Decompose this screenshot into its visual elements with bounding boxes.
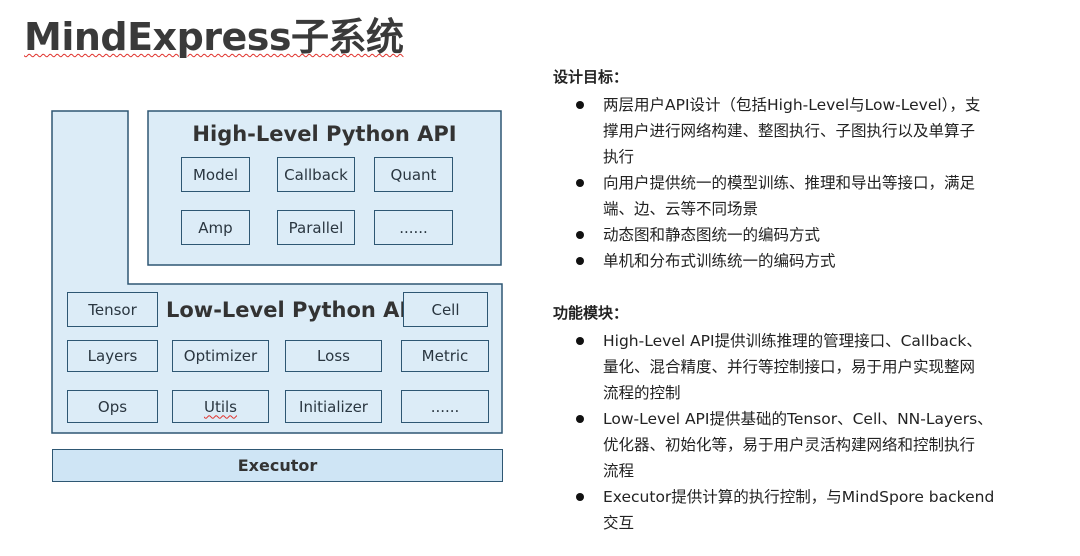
module-more-low: ......	[401, 390, 489, 423]
slide-title-text: MindExpress子系统	[24, 15, 404, 59]
module-amp: Amp	[181, 210, 250, 245]
text-panel: 设计目标： 两层用户API设计（包括High-Level与Low-Level），…	[553, 62, 1023, 536]
list-item: 两层用户API设计（包括High-Level与Low-Level），支撑用户进行…	[553, 92, 1023, 170]
slide-title: MindExpress子系统	[24, 6, 404, 61]
module-utils-label: Utils	[203, 397, 237, 416]
list-item: 动态图和静态图统一的编码方式	[553, 222, 1023, 248]
function-modules-list: High-Level API提供训练推理的管理接口、Callback、量化、混合…	[553, 328, 1023, 536]
module-more-high: ......	[374, 210, 453, 245]
list-item: 向用户提供统一的模型训练、推理和导出等接口，满足端、边、云等不同场景	[553, 170, 1023, 222]
module-utils: Utils	[172, 390, 269, 423]
module-parallel: Parallel	[277, 210, 355, 245]
module-ops: Ops	[67, 390, 158, 423]
module-tensor: Tensor	[67, 292, 158, 327]
low-level-title: Low-Level Python API	[166, 298, 423, 322]
bullet-icon	[576, 231, 584, 239]
module-cell: Cell	[403, 292, 488, 327]
list-item: 单机和分布式训练统一的编码方式	[553, 248, 1023, 274]
module-callback: Callback	[277, 157, 355, 192]
bullet-icon	[576, 493, 584, 501]
high-level-title: High-Level Python API	[192, 122, 457, 146]
function-modules-heading: 功能模块：	[553, 304, 629, 322]
low-level-region	[51, 110, 503, 434]
module-loss: Loss	[285, 340, 382, 372]
bullet-icon	[576, 337, 584, 345]
bullet-icon	[576, 415, 584, 423]
module-layers: Layers	[67, 340, 158, 372]
module-model: Model	[181, 157, 250, 192]
design-goals-heading: 设计目标：	[553, 68, 629, 86]
design-goals-list: 两层用户API设计（包括High-Level与Low-Level），支撑用户进行…	[553, 92, 1023, 274]
list-item: Low-Level API提供基础的Tensor、Cell、NN-Layers、…	[553, 406, 1023, 484]
list-item: High-Level API提供训练推理的管理接口、Callback、量化、混合…	[553, 328, 1023, 406]
module-quant: Quant	[374, 157, 453, 192]
bullet-icon	[576, 257, 584, 265]
executor-bar: Executor	[52, 449, 503, 482]
module-metric: Metric	[401, 340, 489, 372]
module-optimizer: Optimizer	[172, 340, 269, 372]
bullet-icon	[576, 101, 584, 109]
module-initializer: Initializer	[285, 390, 382, 423]
bullet-icon	[576, 179, 584, 187]
